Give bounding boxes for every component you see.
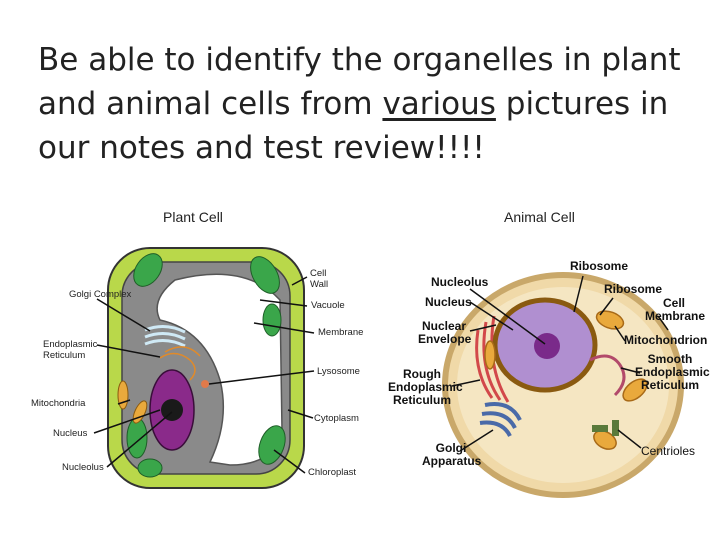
animal-label-nuclear-envelope: Nuclear Envelope <box>418 319 472 346</box>
plant-label-lysosome: Lysosome <box>317 366 360 377</box>
heading-text-2: pictures in our notes and test review!!!… <box>38 86 669 166</box>
plant-label-chloroplast: Chloroplast <box>308 467 357 478</box>
plant-golgi <box>144 325 186 348</box>
chloroplast <box>133 253 163 287</box>
animal-mitochondria <box>484 310 648 450</box>
animal-label-rough-er: Rough Endoplasmic Reticulum <box>388 367 463 407</box>
animal-label-smooth-er: Smooth Endoplasmic Reticulum <box>635 352 710 392</box>
chloroplast <box>137 458 163 478</box>
animal-label-golgi: Golgi Apparatus <box>422 441 482 468</box>
animal-label-nucleus: Nucleus <box>425 295 472 309</box>
plant-label-er: Endoplasmic Reticulum <box>43 339 98 361</box>
plant-label-cytoplasm: Cytoplasm <box>314 413 359 424</box>
animal-label-ribosome: Ribosome <box>604 282 663 296</box>
heading-text-1: Be able to identify the organelles in pl… <box>38 42 681 122</box>
animal-golgi <box>479 402 522 437</box>
plant-label-mitochondria: Mitochondria <box>31 398 86 409</box>
plant-label-cell-wall: Cell Wall <box>310 268 329 290</box>
animal-label-nucleolus: Nucleolus <box>431 275 489 289</box>
animal-nucleolus <box>534 333 560 359</box>
chloroplast <box>250 256 280 294</box>
slide-heading: Be able to identify the organelles in pl… <box>38 38 703 170</box>
plant-nucleolus <box>161 399 183 421</box>
plant-label-membrane: Membrane <box>318 327 364 338</box>
animal-cell-caption: Animal Cell <box>504 209 575 225</box>
chloroplast <box>262 303 282 337</box>
plant-label-golgi: Golgi Complex <box>69 289 132 300</box>
animal-smooth-er <box>589 354 626 397</box>
plant-er <box>159 346 201 381</box>
heading-underlined-word: various <box>382 86 496 122</box>
plant-label-vacuole: Vacuole <box>311 300 345 311</box>
animal-label-centrioles: Centrioles <box>641 444 696 458</box>
animal-label-ribosome-top: Ribosome <box>570 259 629 273</box>
plant-label-nucleus: Nucleus <box>53 428 88 439</box>
animal-centriole <box>612 420 619 436</box>
plant-cell-caption: Plant Cell <box>163 209 223 225</box>
plant-lysosome <box>201 380 209 388</box>
animal-label-cell-membrane: Cell Membrane <box>645 296 706 323</box>
animal-label-mitochondrion: Mitochondrion <box>624 333 708 347</box>
plant-label-nucleolus: Nucleolus <box>62 462 104 473</box>
chloroplast <box>258 425 286 465</box>
animal-centriole <box>592 425 608 432</box>
